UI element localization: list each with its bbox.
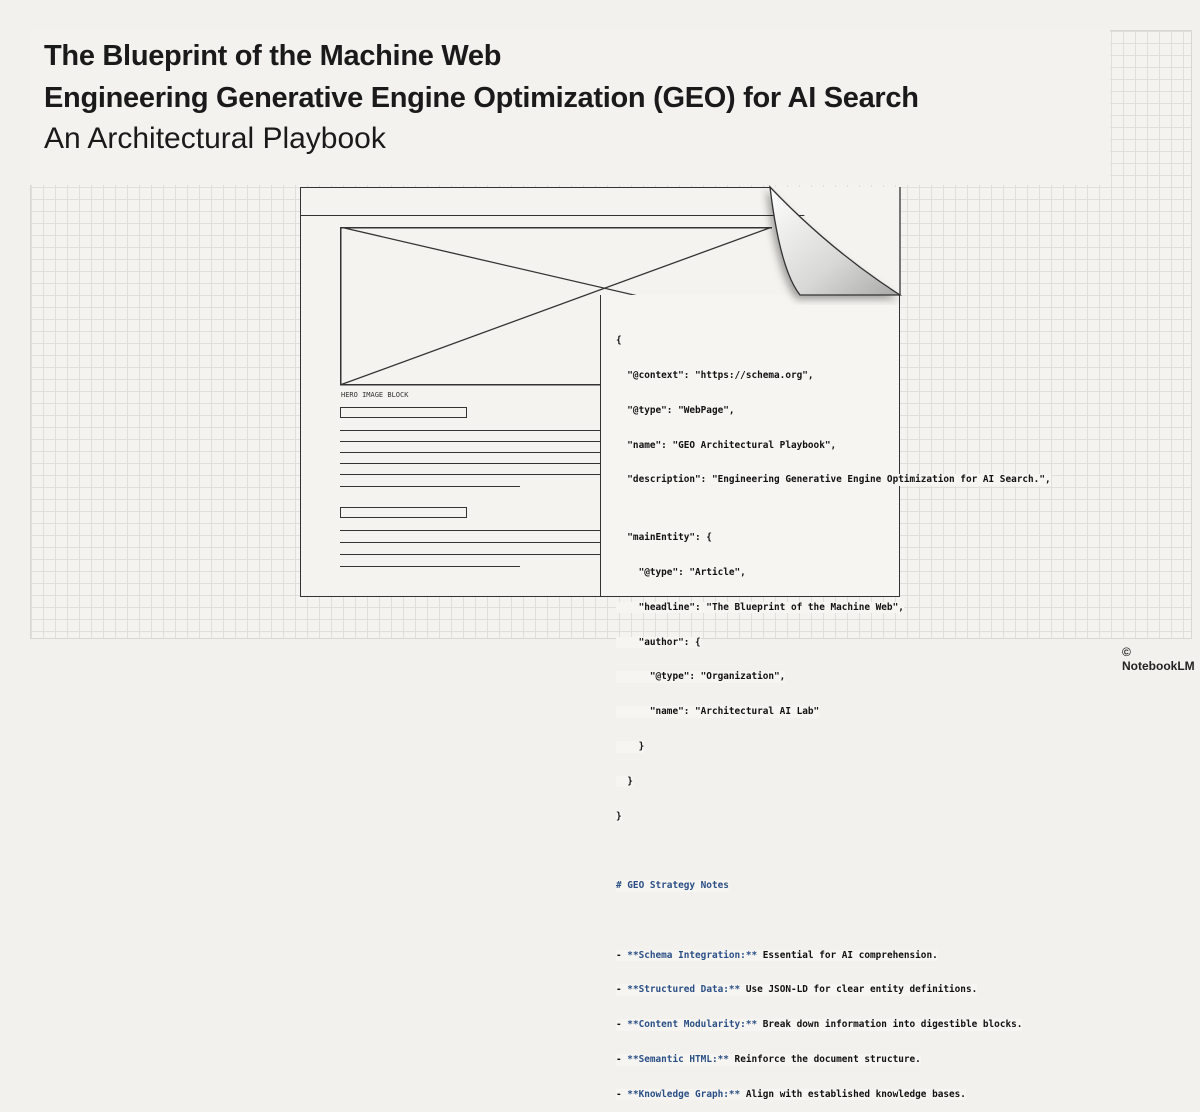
text-line-placeholder [340,530,600,531]
text-line-placeholder [340,441,600,442]
note-key: **Knowledge Graph:** [627,1088,741,1100]
code-line: { [616,335,622,347]
subtitle: An Architectural Playbook [44,122,386,155]
text-line-placeholder [340,554,600,555]
note-text: Use JSON-LD for clear entity definitions… [740,984,978,996]
note-key: **Schema Integration:** [627,949,758,961]
text-line-placeholder [340,452,600,453]
note-text: Reinforce the document structure. [728,1054,921,1065]
note-key: **Semantic HTML:** [627,1054,729,1065]
note-item: - **Semantic HTML:** Reinforce the docum… [616,1054,921,1066]
hero-image-label: HERO IMAGE BLOCK [341,391,409,399]
title-line-2: Engineering Generative Engine Optimizati… [44,82,919,114]
text-line-placeholder [340,542,600,543]
note-text: Break down information into digestible b… [757,1019,1023,1031]
note-key: **Structured Data:** [627,984,741,996]
code-line: "description": "Engineering Generative E… [616,474,1051,486]
code-line: "@type": "Organization", [616,671,786,683]
code-line: "headline": "The Blueprint of the Machin… [616,601,904,614]
title-line-1: The Blueprint of the Machine Web [44,40,502,72]
code-line: "name": "Architectural AI Lab" [616,706,820,718]
page-curl-icon [769,185,903,296]
heading-placeholder [340,407,467,418]
text-line-placeholder [340,430,600,431]
text-line-placeholder [340,463,600,464]
title-area [30,30,1110,185]
code-line: "@context": "https://schema.org", [616,369,814,382]
code-line: } [616,775,633,788]
text-line-placeholder [340,566,520,567]
notes-heading: # GEO Strategy Notes [616,880,729,892]
code-line: "author": { [616,636,701,649]
note-item: - **Schema Integration:** Essential for … [616,949,938,962]
note-key: **Content Modularity:** [627,1019,758,1031]
text-line-placeholder [340,474,600,475]
code-line: "@type": "WebPage", [616,404,735,417]
text-line-placeholder [340,486,520,487]
code-line: "mainEntity": { [616,532,712,544]
code-line: "@type": "Article", [616,567,746,579]
note-item: - **Structured Data:** Use JSON-LD for c… [616,984,978,997]
heading-placeholder [340,507,467,518]
code-line: } [616,740,645,753]
json-ld-code: { "@context": "https://schema.org", "@ty… [616,312,1051,1112]
code-line: "name": "GEO Architectural Playbook", [616,439,837,452]
note-text: Essential for AI comprehension. [757,949,938,961]
wireframe-header-bar [301,215,899,216]
credit: © NotebookLM [1122,645,1195,673]
note-item: - **Content Modularity:** Break down inf… [616,1019,1023,1031]
note-text: Align with established knowledge bases. [740,1088,966,1100]
code-line: } [616,810,622,823]
note-item: - **Knowledge Graph:** Align with establ… [616,1088,966,1101]
